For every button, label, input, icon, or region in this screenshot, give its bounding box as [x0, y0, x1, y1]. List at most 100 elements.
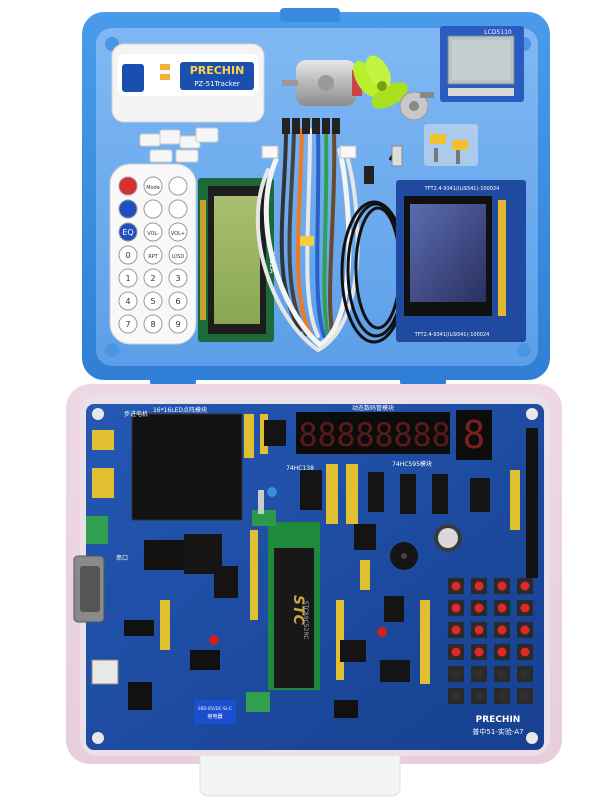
- header-pins-bag: [424, 124, 478, 166]
- serial-port: 串口: [73, 554, 128, 623]
- matrix-label: 16*16LED点阵模块: [153, 406, 207, 414]
- remote-key: [168, 222, 188, 242]
- yellow-header: [160, 600, 170, 650]
- remote-key: [118, 222, 138, 242]
- seg-digit: 8: [431, 416, 450, 454]
- switch-cap: [497, 691, 507, 701]
- board-model: 普中51-实验-A7: [472, 727, 523, 736]
- remote-key-label: 4: [125, 297, 130, 306]
- ic-left: [144, 540, 184, 570]
- remote-key: [118, 268, 138, 288]
- switch-cap: [451, 691, 461, 701]
- remote-key: [143, 291, 163, 311]
- yellow-header: [326, 464, 338, 524]
- remote-key: [143, 222, 163, 242]
- ic-chip: [400, 474, 416, 514]
- right-header: [526, 428, 538, 578]
- remote-key-label: RPT: [148, 254, 158, 260]
- switch-cap: [497, 647, 507, 657]
- dupont-wires: [255, 128, 360, 353]
- remote-key-label: 1: [125, 274, 130, 283]
- remote-key: [143, 245, 163, 265]
- seg-digit: 8: [355, 416, 374, 454]
- ic-bottom: [334, 700, 358, 718]
- ic-chip: [380, 660, 410, 682]
- ic-chip: [354, 524, 376, 550]
- switch-cap: [474, 669, 484, 679]
- seg-digit: 8: [412, 416, 431, 454]
- tracker-brand: PRECHIN: [190, 64, 245, 77]
- switch-cap: [474, 647, 484, 657]
- propeller: [353, 55, 408, 109]
- remote-key-label: 7: [125, 320, 130, 329]
- ic-chip: [368, 472, 384, 512]
- lcd5110-module: LCD5110: [440, 26, 524, 102]
- tracker-model: PZ-51Tracker: [194, 80, 240, 88]
- tft-top-label: TFT2.4-9341(ILI9341)-100024: [424, 186, 500, 192]
- switch-cap: [451, 603, 461, 613]
- mcu-socket: STC STC89C52RC: [252, 490, 320, 690]
- switch-cap: [520, 581, 530, 591]
- switch-cap: [520, 669, 530, 679]
- stepper-motor: [399, 91, 434, 121]
- remote-key: [118, 176, 138, 196]
- dupont-connectors: [261, 118, 357, 246]
- blue-led: [267, 487, 277, 497]
- switch-cap: [451, 669, 461, 679]
- ic-left-3: [124, 620, 154, 636]
- remote-key-label: U/SD: [172, 254, 185, 260]
- ic-chip: [340, 640, 366, 662]
- yellow-header: [360, 560, 370, 590]
- remote-key: [168, 199, 188, 219]
- tft-module: TFT2.4-9341(ILI9341)-100024 TFT2.4-9341(…: [396, 180, 526, 342]
- remote-key-label: VOL-: [147, 231, 159, 237]
- remote-key: [168, 291, 188, 311]
- stepper-tag: 步进电机: [124, 410, 148, 418]
- switch-cap: [451, 625, 461, 635]
- seg-label: 动态数码管模块: [352, 404, 394, 412]
- terminal-block-2: [246, 692, 270, 712]
- remote-key: [118, 245, 138, 265]
- seg-digit: 8: [336, 416, 355, 454]
- switch-cap: [474, 603, 484, 613]
- remote-key: [168, 245, 188, 265]
- buzzer: [390, 542, 418, 570]
- switch-cap: [474, 691, 484, 701]
- yellow-header: [92, 468, 114, 498]
- terminal-block: [86, 516, 108, 544]
- remote-key: [118, 199, 138, 219]
- led-matrix: 16*16LED点阵模块: [131, 406, 243, 521]
- remote-key-label: 3: [175, 274, 180, 283]
- red-button-2: [377, 627, 387, 637]
- remote-key: [168, 314, 188, 334]
- chip-model: STC89C52RC: [302, 601, 309, 640]
- switch-cap: [497, 581, 507, 591]
- seg-digit: 8: [393, 416, 412, 454]
- tft-bottom-label: TFT2.4-9341(ILI9341)-100024: [414, 332, 490, 338]
- usb-b-port: [91, 659, 119, 685]
- ic-chips: [214, 420, 490, 682]
- remote-key-label: 2: [150, 274, 155, 283]
- board-brand: PRECHIN: [476, 715, 521, 725]
- usb-plug-b: [364, 166, 374, 184]
- dc-motor: [282, 60, 362, 106]
- ic-chip: [384, 596, 404, 622]
- white-connectors: [139, 127, 219, 163]
- remote-key-label: Mode: [146, 185, 160, 191]
- seg-digit: 8: [317, 416, 336, 454]
- yellow-header: [92, 430, 114, 450]
- lcd1602-module: 1602A: [198, 178, 276, 342]
- yellow-header: [244, 414, 254, 458]
- remote-key: [168, 176, 188, 196]
- ic-chip: [264, 420, 286, 446]
- remote-key-label: 5: [150, 297, 155, 306]
- ic-left-2: [184, 534, 222, 574]
- switch-cap: [520, 625, 530, 635]
- ic-label-2: 74HC138: [286, 465, 314, 472]
- yellow-header: [346, 464, 358, 524]
- switch-cap: [497, 625, 507, 635]
- switch-cap: [497, 669, 507, 679]
